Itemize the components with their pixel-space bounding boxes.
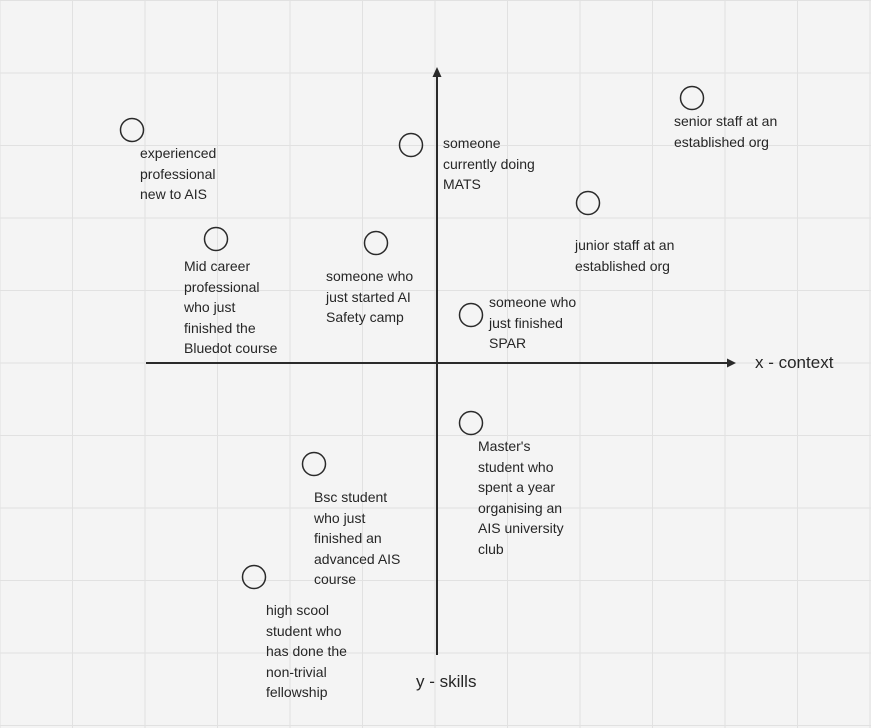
- person-marker-mid-career: [203, 226, 229, 252]
- person-label-experienced-professional: experienced professional new to AIS: [140, 145, 217, 202]
- person-label-high-school: high scool student who has done the non-…: [266, 602, 347, 700]
- person-marker-ai-safety-camp: [363, 230, 389, 256]
- person-marker-junior-staff: [575, 190, 601, 216]
- person-marker-mats: [398, 132, 424, 158]
- person-label-mid-career: Mid career professional who just finishe…: [184, 258, 278, 356]
- person-label-masters-student: Master's student who spent a year organi…: [478, 438, 564, 557]
- person-marker-experienced-professional: [119, 117, 145, 143]
- person-marker-high-school: [241, 564, 267, 590]
- person-label-ai-safety-camp: someone who just started AI Safety camp: [326, 268, 414, 325]
- x-axis-arrowhead: [727, 358, 736, 368]
- person-label-senior-staff: senior staff at an established org: [674, 113, 778, 150]
- person-marker-senior-staff: [679, 85, 705, 111]
- person-marker-spar: [458, 302, 484, 328]
- x-axis-label: x - context: [755, 353, 834, 372]
- y-axis-arrowhead: [432, 67, 442, 77]
- person-marker-masters-student: [458, 410, 484, 436]
- person-label-mats: someone currently doing MATS: [443, 135, 535, 192]
- person-label-bsc-student: Bsc student who just finished an advance…: [314, 489, 401, 587]
- person-label-junior-staff: junior staff at an established org: [575, 237, 675, 274]
- person-label-spar: someone who just finished SPAR: [489, 294, 577, 351]
- y-axis-label: y - skills: [416, 672, 477, 691]
- person-marker-bsc-student: [301, 451, 327, 477]
